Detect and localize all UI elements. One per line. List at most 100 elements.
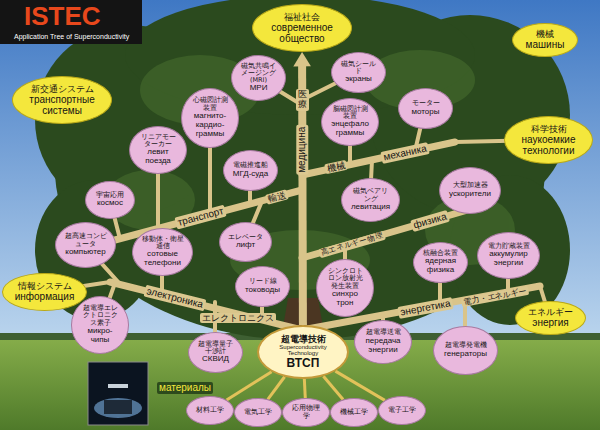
root-line	[227, 372, 272, 400]
node-text: энергия	[526, 317, 576, 328]
pink-circle: 電磁推進船МГД-суда	[223, 150, 278, 191]
node-text: 超電導エレクトロニクス素子	[80, 305, 120, 327]
node-content: 材料工学	[194, 407, 226, 415]
root-circle: 材料工学	[186, 396, 234, 425]
sky	[0, 0, 600, 345]
tree-canopy	[35, 0, 570, 340]
node-text: передача энергии	[363, 337, 403, 355]
node-content: 超電導エレクトロニクス素子микро-чипы	[80, 305, 120, 345]
yellow-oval: 福祉社会современное общество	[252, 4, 352, 52]
node-text: сотовые телефони	[142, 250, 184, 268]
node-text: 応用物理学	[290, 405, 322, 421]
pink-circle: 磁気共鳴イメージング(MRI)МРИ	[231, 55, 286, 101]
node-content: 宇宙応用космос	[93, 192, 127, 208]
node-text: 電力貯蔵装置	[487, 243, 531, 250]
pink-circle: 超電導エレクトロニクス素子микро-чипы	[71, 296, 129, 354]
node-text: лифт	[228, 241, 264, 250]
node-content: モーターмоторы	[407, 100, 445, 116]
logo-box	[0, 0, 142, 44]
root-label: материалы	[157, 382, 213, 394]
node-text: СКВИД	[197, 355, 235, 364]
node-text: МРИ	[240, 84, 278, 93]
levitation-photo	[88, 362, 148, 425]
node-text: тоководы	[244, 286, 282, 295]
branches	[110, 282, 302, 330]
logo-subtitle: Application Tree of Superconductivity	[12, 33, 131, 41]
node-text: 機械	[522, 29, 568, 39]
node-content: 新交通システムтранспортные системы	[26, 84, 98, 116]
node-text: 磁気ベアリング	[350, 188, 391, 203]
yellow-oval: 科学技術наукоемкие технологии	[504, 116, 593, 164]
node-content: リニアモーターカーлевит поезда	[138, 134, 178, 166]
logo-text: ISTEC	[22, 3, 103, 29]
node-content: 機械工学	[338, 409, 370, 417]
yellow-oval: 新交通システムтранспортные системы	[12, 76, 112, 124]
pink-circle: リニアモーターカーлевит поезда	[129, 126, 187, 174]
node-text: 超電導送電	[363, 329, 403, 336]
sky	[0, 0, 600, 345]
node-text: компьютер	[65, 248, 107, 257]
connector-line	[335, 371, 384, 400]
node-text: микро-чипы	[80, 327, 120, 345]
node-content: 移動体・衛星通信сотовые телефони	[142, 236, 184, 268]
pink-circle: エレベータлифт	[219, 222, 272, 262]
node-content: シンクロトロン放射光発生装置синхро трон	[325, 268, 365, 308]
node-text: 福祉社会	[266, 12, 338, 22]
node-text: 電子工学	[386, 407, 418, 415]
branch-label: медицина	[296, 125, 308, 175]
node-content: 電子工学	[386, 407, 418, 415]
node-text: 磁気共鳴イメージング(MRI)	[240, 63, 278, 85]
node-text: 核融合装置	[422, 250, 460, 257]
node-text: エネルギー	[526, 307, 576, 317]
node-text: 超電導技術	[270, 334, 336, 344]
node-text: 電磁推進船	[232, 162, 270, 169]
node-text: транспортные системы	[26, 94, 98, 116]
levitation-photo	[104, 400, 132, 414]
node-text: 超電導量子干渉計	[197, 341, 235, 356]
node-text: космос	[93, 199, 127, 208]
pink-circle: 電力貯蔵装置аккумулир энергии	[477, 232, 540, 279]
node-content: 電気工学	[242, 409, 274, 417]
root-line	[335, 371, 384, 400]
node-text: ВТСП	[270, 357, 336, 370]
node-text: генераторы	[443, 350, 488, 359]
node-text: 機械工学	[338, 409, 370, 417]
node-text: левит поезда	[138, 148, 178, 166]
root-circle: 応用物理学	[282, 398, 330, 427]
node-text: 科学技術	[517, 124, 581, 134]
node-content: 超電導送電передача энергии	[363, 329, 403, 354]
node-text: 宇宙応用	[93, 192, 127, 199]
levitation-photo	[94, 398, 142, 418]
levitation-photo	[88, 362, 148, 425]
connector-line	[227, 372, 272, 400]
node-text: リード線	[244, 278, 282, 285]
branch-label: エレクトロニクス	[200, 313, 276, 323]
pink-circle: リード線тоководы	[235, 266, 290, 307]
node-text: энцефало граммы	[330, 120, 370, 138]
node-text: リニアモーターカー	[138, 134, 178, 149]
node-content: 超高速コンピュータкомпьютер	[65, 233, 107, 256]
connector-line	[323, 376, 343, 399]
pink-circle: 脳磁図計測装置энцефало граммы	[321, 98, 379, 146]
node-text: 超高速コンピュータ	[65, 233, 107, 248]
node-text: моторы	[407, 108, 445, 117]
node-content: 応用物理学	[290, 405, 322, 421]
node-text: левитация	[350, 203, 391, 212]
pink-circle: 超電導発電機генераторы	[433, 326, 498, 375]
node-content: 磁気シールドэкраны	[340, 61, 378, 84]
node-text: синхро трон	[325, 290, 365, 308]
root-line	[268, 377, 285, 400]
node-text: 心磁図計測装置	[190, 97, 230, 112]
pink-circle: 核融合装置ядерная физика	[413, 242, 468, 283]
pink-circle: 宇宙応用космос	[85, 181, 135, 219]
pink-circle: 磁気ベアリングлевитация	[341, 178, 400, 222]
node-content: 大型加速器ускорители	[449, 182, 492, 198]
node-text: 材料工学	[194, 407, 226, 415]
yellow-oval: エネルギーэнергия	[515, 301, 586, 335]
node-text: современное общество	[266, 22, 338, 44]
node-content: 磁気共鳴イメージング(MRI)МРИ	[240, 63, 278, 94]
yellow-oval: 情報システムинформация	[2, 273, 87, 311]
pink-circle: 超電導量子干渉計СКВИД	[188, 332, 243, 373]
node-text: 電気工学	[242, 409, 274, 417]
